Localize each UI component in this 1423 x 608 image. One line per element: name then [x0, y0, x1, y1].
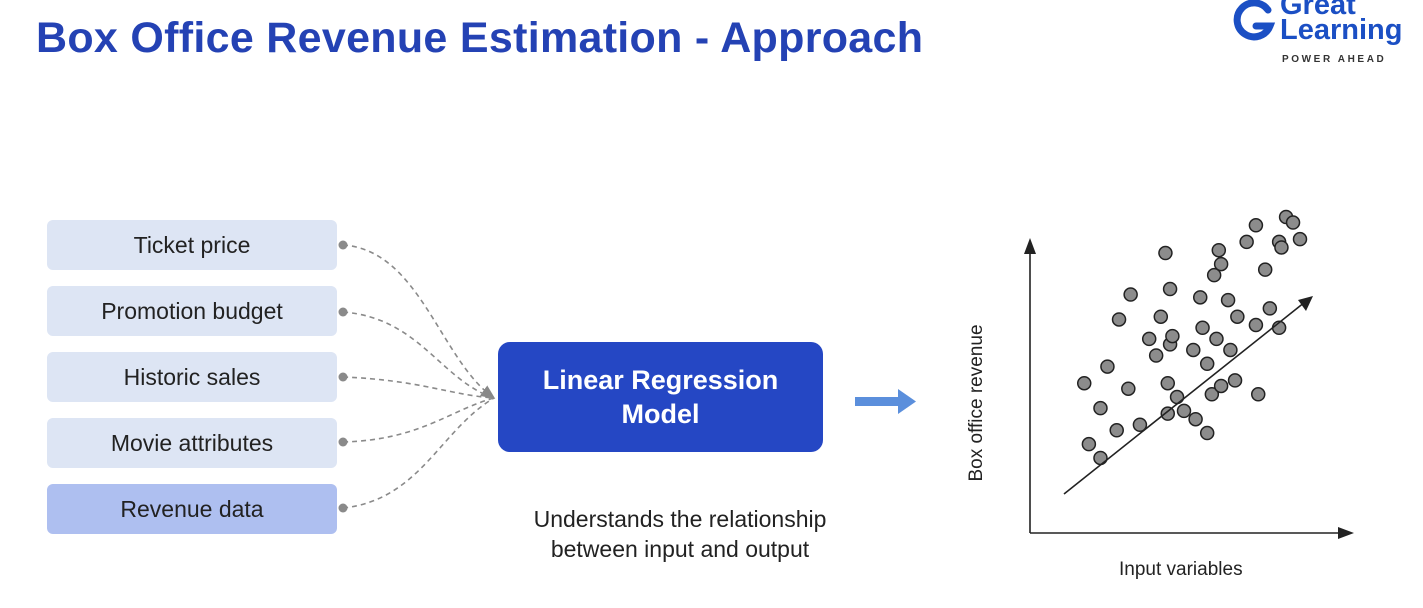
- connector-dot: [338, 307, 348, 317]
- scatter-point: [1123, 287, 1138, 302]
- scatter-point: [1239, 234, 1254, 250]
- scatter-point: [1141, 331, 1157, 347]
- scatter-point: [1160, 375, 1176, 391]
- scatter-point: [1153, 309, 1169, 324]
- linear-regression-model-box: Linear Regression Model: [498, 342, 823, 452]
- connector-dot: [338, 503, 348, 513]
- connector-dot: [338, 240, 348, 250]
- scatter-point: [1220, 292, 1236, 308]
- input-historic-sales: Historic sales: [47, 352, 337, 402]
- scatter-point: [1093, 400, 1108, 416]
- scatter-point: [1230, 309, 1245, 324]
- chart-x-axis-label: Input variables: [1119, 559, 1243, 580]
- model-label-line1: Linear Regression: [542, 365, 779, 395]
- scatter-point: [1199, 425, 1215, 441]
- scatter-point: [1285, 215, 1301, 230]
- logo-tagline: POWER AHEAD: [1282, 54, 1387, 65]
- scatter-point: [1132, 417, 1148, 432]
- scatter-point: [1206, 267, 1222, 283]
- connector-movie-attributes: [342, 397, 495, 443]
- scatter-point: [1162, 281, 1178, 297]
- scatter-point: [1188, 411, 1203, 427]
- scatter-point: [1160, 406, 1176, 421]
- connector-ticket-price: [342, 244, 496, 399]
- model-caption: Understands the relationship between inp…: [470, 504, 890, 564]
- chart-y-axis-label: Box office revenue: [966, 324, 987, 482]
- model-label-line2: Model: [621, 399, 700, 429]
- scatter-point: [1076, 375, 1092, 391]
- scatter-point: [1204, 387, 1220, 402]
- caption-line1: Understands the relationship: [533, 506, 827, 532]
- scatter-points: [1076, 209, 1308, 466]
- scatter-point: [1227, 373, 1243, 388]
- scatter-point: [1248, 218, 1264, 233]
- connector-dot: [338, 437, 348, 447]
- scatter-point: [1169, 389, 1185, 405]
- scatter-point: [1148, 348, 1164, 363]
- scatter-point: [1111, 312, 1127, 327]
- input-movie-attributes: Movie attributes: [47, 418, 337, 468]
- scatter-point: [1223, 342, 1238, 358]
- scatter-point: [1274, 240, 1289, 255]
- input-revenue-data: Revenue data: [47, 484, 337, 534]
- scatter-point: [1192, 290, 1208, 305]
- trend-line: [1063, 296, 1313, 495]
- scatter-point: [1257, 262, 1273, 277]
- scatter-point: [1292, 231, 1308, 247]
- g-logo-icon: [1233, 0, 1276, 41]
- scatter-point: [1121, 381, 1136, 396]
- scatter-point: [1081, 436, 1097, 452]
- scatter-point: [1176, 403, 1192, 419]
- input-promotion-budget: Promotion budget: [47, 286, 337, 336]
- scatter-point: [1158, 245, 1173, 261]
- chart-axes: [1024, 238, 1354, 539]
- scatter-point: [1211, 242, 1227, 258]
- scatter-point: [1248, 317, 1264, 333]
- scatter-point: [1100, 359, 1115, 374]
- great-learning-logo: Great Learning POWER AHEAD: [1228, 0, 1418, 70]
- page-title: Box Office Revenue Estimation - Approach: [36, 14, 924, 62]
- scatter-point: [1165, 328, 1180, 344]
- scatter-point: [1109, 423, 1124, 438]
- scatter-point: [1262, 301, 1278, 316]
- scatter-point: [1209, 331, 1224, 347]
- scatter-point: [1186, 342, 1201, 358]
- scatter-point: [1213, 378, 1229, 394]
- right-arrow-icon: [855, 389, 916, 414]
- connector-historic-sales: [342, 376, 495, 399]
- scatter-point: [1199, 356, 1215, 372]
- connector-revenue-data: [342, 397, 495, 509]
- scatter-point: [1250, 387, 1266, 402]
- logo-word-great: Great: [1280, 0, 1356, 21]
- scatter-point: [1093, 450, 1108, 466]
- input-ticket-price: Ticket price: [47, 220, 337, 270]
- logo-word-learning: Learning: [1280, 14, 1403, 46]
- scatter-point: [1213, 256, 1229, 272]
- connector-promotion-budget: [342, 311, 495, 399]
- connector-dot: [338, 372, 348, 382]
- caption-line2: between input and output: [550, 536, 810, 562]
- scatter-point: [1195, 320, 1210, 336]
